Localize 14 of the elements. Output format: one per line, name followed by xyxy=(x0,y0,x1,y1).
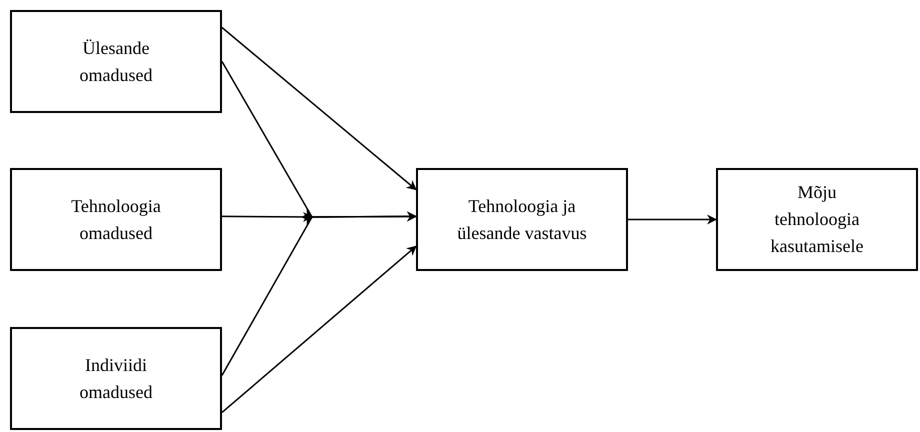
concept-box xyxy=(10,327,222,430)
box-label: Tehnoloogia ja ülesande vastavus xyxy=(456,194,588,244)
arrow xyxy=(628,214,717,224)
concept-box xyxy=(10,168,222,271)
arrow xyxy=(221,212,416,376)
box-label: Ülesande omadused xyxy=(78,36,154,86)
arrow xyxy=(222,26,417,190)
box-label: Indiviidi omadused xyxy=(78,354,154,404)
concept-box xyxy=(416,168,628,271)
concept-box xyxy=(10,10,222,113)
box-label: Mõju tehnoloogia kasutamisele xyxy=(770,181,864,258)
concept-box xyxy=(716,168,918,271)
arrow xyxy=(222,246,417,414)
box-label: Tehnoloogia omadused xyxy=(70,194,162,244)
